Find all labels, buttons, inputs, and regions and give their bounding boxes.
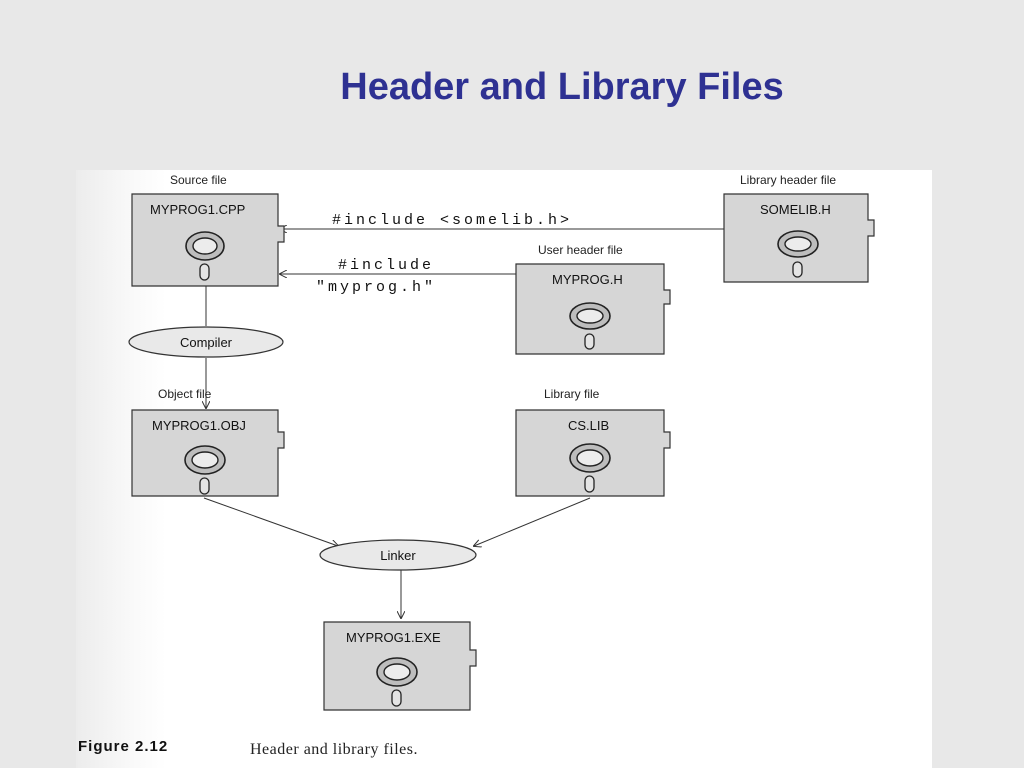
node-caption: Source file xyxy=(170,173,227,187)
node-library: Library file CS.LIB xyxy=(515,387,671,497)
node-name: MYPROG1.EXE xyxy=(346,630,441,645)
node-caption: Object file xyxy=(158,387,212,401)
connectors xyxy=(204,229,724,618)
disk-hub-icon xyxy=(376,657,418,707)
edge-label-include-line2: "myprog.h" xyxy=(316,279,436,296)
node-caption: Library header file xyxy=(740,173,836,187)
disk-hub-icon xyxy=(569,443,611,493)
node-source: Source file MYPROG1.CPP xyxy=(131,173,285,287)
process-compiler: Compiler xyxy=(128,326,284,358)
disk-hub-icon xyxy=(184,445,226,495)
process-label: Linker xyxy=(380,548,416,563)
node-name: MYPROG1.CPP xyxy=(150,202,245,217)
node-exe: MYPROG1.EXE xyxy=(323,621,477,711)
node-name: MYPROG1.OBJ xyxy=(152,418,246,433)
figure-number: Figure 2.12 xyxy=(78,738,168,755)
node-caption: User header file xyxy=(538,243,623,257)
disk-hub-icon xyxy=(185,231,225,281)
node-name: SOMELIB.H xyxy=(760,202,831,217)
diagram-canvas: #include <somelib.h> #include "myprog.h"… xyxy=(78,173,875,758)
disk-hub-icon xyxy=(569,302,611,350)
slide-title: Header and Library Files xyxy=(340,66,784,108)
process-shape xyxy=(319,539,477,571)
node-userheader: User header file MYPROG.H xyxy=(515,243,671,355)
edge-label-include-line1: #include xyxy=(338,257,434,274)
node-object: Object file MYPROG1.OBJ xyxy=(131,387,285,497)
process-linker: Linker xyxy=(319,539,477,571)
figure-caption: Header and library files. xyxy=(250,741,418,758)
node-name: CS.LIB xyxy=(568,418,609,433)
process-label: Compiler xyxy=(180,335,233,350)
node-caption: Library file xyxy=(544,387,600,401)
node-libheader: Library header file SOMELIB.H xyxy=(723,173,875,283)
disk-hub-icon xyxy=(777,230,819,278)
edge-object-to-linker xyxy=(203,497,338,546)
node-name: MYPROG.H xyxy=(552,272,623,287)
edge-label-include-somelib: #include <somelib.h> xyxy=(332,212,572,229)
figure-panel: #include <somelib.h> #include "myprog.h"… xyxy=(76,170,932,768)
process-shape xyxy=(128,326,284,358)
edge-library-to-linker xyxy=(474,497,591,546)
